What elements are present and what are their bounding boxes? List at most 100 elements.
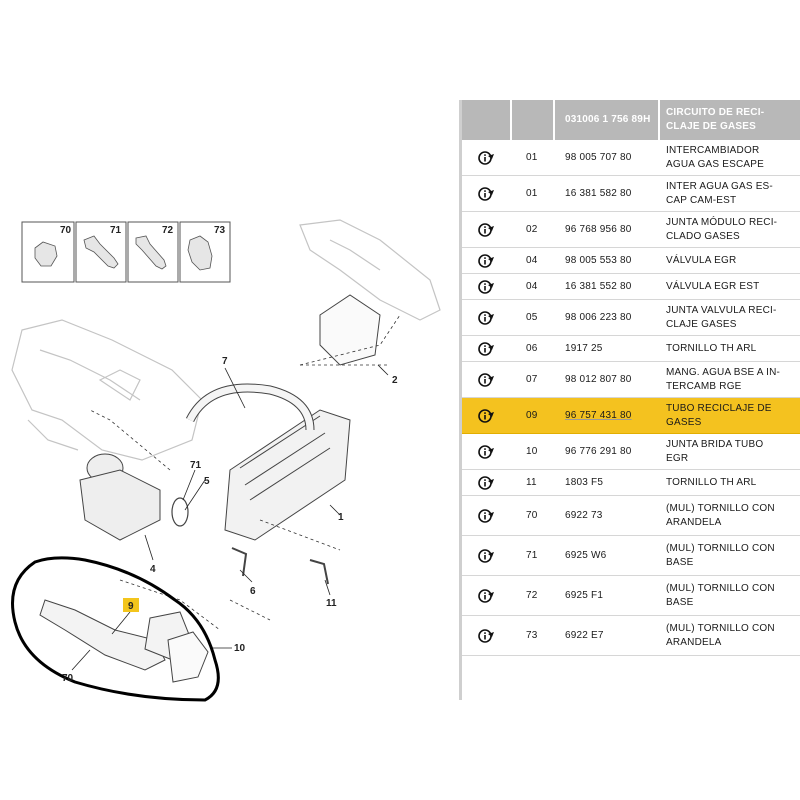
part-description: (MUL) TORNILLO CON BASE: [666, 542, 775, 568]
fastener-inset: 70 71 72 73: [21, 221, 231, 283]
screw-71-icon: [83, 235, 119, 269]
part-description: TORNILLO TH ARL: [666, 342, 757, 354]
part-ref: 11: [526, 476, 537, 488]
callout-5: 5: [204, 476, 210, 487]
part-number-text: 6925 F1: [565, 589, 604, 601]
part-description: INTER AGUA GAS ES- CAP CAM-EST: [666, 180, 773, 206]
part-ref: 05: [526, 311, 538, 323]
header-code: 031006 1 756 89H: [555, 100, 660, 140]
part-number: 96 768 956 80: [555, 212, 660, 247]
table-header: 031006 1 756 89H CIRCUITO DE RECI- CLAJE…: [462, 100, 800, 140]
leader-lines: [89, 314, 401, 631]
fastener-label-71: 71: [110, 225, 122, 236]
header-icon-col: [462, 100, 512, 140]
info-cursor-icon[interactable]: [462, 496, 512, 535]
info-cursor-icon[interactable]: [462, 576, 512, 615]
fastener-label-72: 72: [162, 225, 174, 236]
part-number-text: 6922 E7: [565, 629, 604, 641]
water-hose-7: [185, 383, 315, 431]
parts-table: 031006 1 756 89H CIRCUITO DE RECI- CLAJE…: [462, 100, 800, 700]
part-number: 6925 F1: [555, 576, 660, 615]
part-description: TUBO RECICLAJE DE GASES: [666, 402, 772, 428]
part-ref: 73: [526, 629, 538, 641]
info-cursor-icon[interactable]: [462, 616, 512, 655]
table-row[interactable]: 11 1803 F5 TORNILLO TH ARL: [462, 470, 800, 496]
engine-block: [11, 219, 441, 461]
part-number: 98 012 807 80: [555, 362, 660, 397]
screw-70-icon: [34, 241, 58, 267]
part-number-text: 96 757 431 80: [565, 409, 632, 421]
part-ref: 04: [526, 280, 538, 292]
part-number: 98 005 553 80: [555, 248, 660, 273]
info-cursor-icon[interactable]: [462, 362, 512, 397]
part-number-text: 1803 F5: [565, 476, 604, 488]
part-ref: 01: [526, 151, 538, 163]
part-number: 16 381 582 80: [555, 176, 660, 211]
part-number: 1917 25: [555, 336, 660, 361]
callout-71: 71: [190, 460, 202, 471]
part-number-text: 6925 W6: [565, 549, 607, 561]
info-cursor-icon[interactable]: [462, 434, 512, 469]
part-description: VÁLVULA EGR EST: [666, 280, 760, 292]
table-left-bar: [459, 100, 462, 700]
info-cursor-icon[interactable]: [462, 470, 512, 495]
header-title: CIRCUITO DE RECI- CLAJE DE GASES: [666, 107, 765, 132]
info-cursor-icon[interactable]: [462, 176, 512, 211]
info-cursor-icon[interactable]: [462, 398, 512, 433]
part-ref: 04: [526, 254, 538, 266]
part-description: INTERCAMBIADOR AGUA GAS ESCAPE: [666, 144, 765, 170]
part-description: JUNTA VALVULA RECI- CLAJE GASES: [666, 304, 777, 330]
table-row[interactable]: 04 98 005 553 80 VÁLVULA EGR: [462, 248, 800, 274]
gasket-2: [319, 294, 381, 366]
fastener-label-70: 70: [60, 225, 72, 236]
part-ref: 02: [526, 223, 538, 235]
table-row[interactable]: 71 6925 W6 (MUL) TORNILLO CON BASE: [462, 536, 800, 576]
part-ref: 09: [526, 409, 538, 421]
part-number: 6925 W6: [555, 536, 660, 575]
exploded-parts-diagram: 70 71 72 73: [11, 219, 441, 702]
table-row[interactable]: 04 16 381 552 80 VÁLVULA EGR EST: [462, 274, 800, 300]
info-cursor-icon[interactable]: [462, 212, 512, 247]
part-description: MANG. AGUA BSE A IN- TERCAMB RGE: [666, 366, 781, 392]
part-ref: 07: [526, 373, 538, 385]
callout-7: 7: [222, 356, 228, 367]
part-number: 16 381 552 80: [555, 274, 660, 299]
part-number-text: 6922 73: [565, 509, 603, 521]
info-cursor-icon[interactable]: [462, 274, 512, 299]
part-description: TORNILLO TH ARL: [666, 476, 757, 488]
part-number: 96 757 431 80: [555, 398, 660, 433]
info-cursor-icon[interactable]: [462, 300, 512, 335]
table-row[interactable]: 07 98 012 807 80 MANG. AGUA BSE A IN- TERC…: [462, 362, 800, 398]
part-number: 98 005 707 80: [555, 140, 660, 175]
part-ref: 71: [526, 549, 538, 561]
gasket-10: [167, 631, 209, 683]
part-number-text: 96 768 956 80: [565, 223, 632, 235]
info-cursor-icon[interactable]: [462, 536, 512, 575]
callout-6: 6: [250, 586, 256, 597]
part-description: (MUL) TORNILLO CON BASE: [666, 582, 775, 608]
part-number-text: 98 006 223 80: [565, 311, 632, 323]
table-row[interactable]: 05 98 006 223 80 JUNTA VALVULA RECI- CLAJE…: [462, 300, 800, 336]
egr-valve: [79, 453, 161, 541]
part-description: JUNTA BRIDA TUBO EGR: [666, 438, 764, 464]
part-ref: 70: [526, 509, 538, 521]
egr-cooler: [224, 409, 351, 541]
part-number-text: 98 012 807 80: [565, 373, 632, 385]
part-description: VÁLVULA EGR: [666, 254, 737, 266]
info-cursor-icon[interactable]: [462, 336, 512, 361]
part-number: 6922 E7: [555, 616, 660, 655]
info-cursor-icon[interactable]: [462, 248, 512, 273]
screw-72-icon: [135, 235, 167, 270]
callout-9: 9: [128, 601, 134, 612]
table-row[interactable]: 09 96 757 431 80 TUBO RECICLAJE DE GASES: [462, 398, 800, 434]
gasket-5: [171, 497, 189, 527]
info-cursor-icon[interactable]: [462, 140, 512, 175]
